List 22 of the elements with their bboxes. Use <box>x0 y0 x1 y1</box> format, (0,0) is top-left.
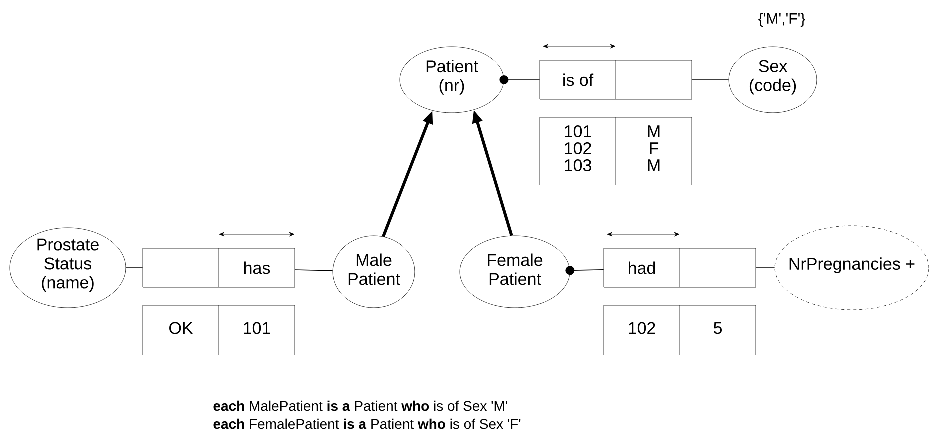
predicate-box: had <box>604 248 756 288</box>
label: 5 <box>714 322 722 334</box>
sample-table: 101 M 102 F 103 M <box>540 117 692 186</box>
predicate-box: has <box>142 248 296 288</box>
role-connector <box>500 76 540 84</box>
rule-text: each FemalePatient is a Patient who is of Sex 'F' <box>214 418 521 430</box>
predicate-box: is of <box>540 60 692 100</box>
label: 101 <box>565 125 592 138</box>
sample-table: OK 101 <box>142 305 296 356</box>
label: OK <box>170 322 194 334</box>
role-connector <box>566 266 604 276</box>
rule-text: each MalePatient is a Patient who is of Sex 'M' <box>214 400 508 412</box>
value-constraint: {'M','F'} <box>758 13 806 27</box>
label: 101 <box>244 322 270 334</box>
sample-table: 102 5 <box>604 305 756 356</box>
role-connector <box>294 270 334 272</box>
label: 102 <box>565 142 592 155</box>
label: F <box>650 142 659 154</box>
label: 102 <box>629 322 656 334</box>
label: 103 <box>565 159 592 172</box>
label: M <box>648 126 660 138</box>
label: M <box>648 160 660 172</box>
